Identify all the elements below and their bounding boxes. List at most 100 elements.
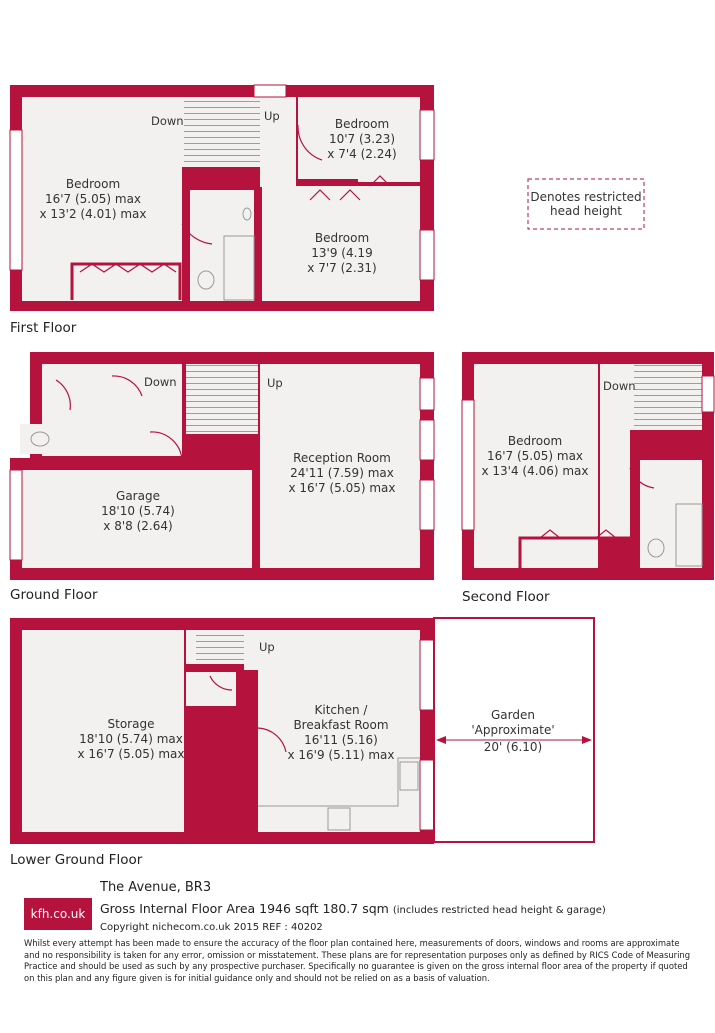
door-swing bbox=[629, 467, 655, 489]
label-garden-name: Garden bbox=[491, 708, 535, 722]
second-floor-label: Second Floor bbox=[462, 589, 550, 605]
label-garage-name: Garage bbox=[116, 489, 160, 503]
toilet-icon bbox=[30, 431, 50, 447]
sink-icon bbox=[242, 207, 252, 221]
door-swing bbox=[181, 223, 213, 245]
label-bedroom-2-dim2: x 7'4 (2.24) bbox=[327, 147, 396, 161]
label-garden-dim: 20' (6.10) bbox=[484, 740, 542, 754]
label-kitchen-dim2: x 16'9 (5.11) max bbox=[288, 748, 395, 762]
room-garage bbox=[22, 470, 252, 568]
first-floor-label: First Floor bbox=[10, 320, 77, 336]
room-storage bbox=[22, 630, 184, 832]
first-hall bbox=[260, 97, 296, 187]
second-stairs-down: Down bbox=[603, 379, 636, 393]
ground-stairs-up: Up bbox=[267, 376, 283, 390]
room-second-bedroom bbox=[474, 364, 598, 568]
label-garage-dim2: x 8'8 (2.64) bbox=[103, 519, 172, 533]
label-bedroom-1-dim2: x 13'2 (4.01) max bbox=[40, 207, 147, 221]
ground-wc bbox=[20, 424, 56, 454]
label-garden-note: 'Approximate' bbox=[471, 723, 554, 737]
bath-icon bbox=[675, 503, 703, 567]
label-bedroom-2-name: Bedroom bbox=[335, 117, 389, 131]
room-bedroom-1 bbox=[22, 97, 144, 301]
toilet-icon bbox=[197, 270, 215, 290]
label-garage-dim1: 18'10 (5.74) bbox=[101, 504, 175, 518]
window bbox=[9, 469, 23, 561]
kfh-logo[interactable]: kfh.co.uk bbox=[24, 898, 92, 930]
property-address: The Avenue, BR3 bbox=[100, 880, 212, 895]
label-reception-name: Reception Room bbox=[293, 451, 391, 465]
lower-stairs-up: Up bbox=[259, 640, 275, 654]
second-floor-plan: Down Bedroom 16'7 (5.05) max x 13'4 (4.0… bbox=[461, 352, 715, 605]
label-bedroom-1-name: Bedroom bbox=[66, 177, 120, 191]
label-second-bedroom-dim2: x 13'4 (4.06) max bbox=[482, 464, 589, 478]
door-swing bbox=[55, 379, 71, 411]
window bbox=[419, 229, 435, 281]
window bbox=[419, 377, 435, 411]
garden-area bbox=[433, 617, 595, 843]
door-swing bbox=[297, 124, 323, 161]
window bbox=[419, 639, 435, 711]
wardrobe-doors bbox=[79, 263, 177, 273]
restricted-head-height-legend: Denotes restricted head height bbox=[527, 178, 645, 230]
label-bedroom-2-dim1: 10'7 (3.23) bbox=[329, 132, 395, 146]
floor-area-note: (includes restricted head height & garag… bbox=[392, 905, 606, 916]
label-reception-dim1: 24'11 (7.59) max bbox=[290, 466, 394, 480]
first-stairs bbox=[184, 97, 260, 167]
window bbox=[701, 375, 715, 413]
ground-floor-label: Ground Floor bbox=[10, 587, 98, 603]
first-floor-plan: Down Up Bedroom 16'7 (5.05) max x 13'2 (… bbox=[9, 84, 435, 336]
label-reception-dim2: x 16'7 (5.05) max bbox=[289, 481, 396, 495]
lower-ground-floor-plan: Up Storage 18'10 (5.74) max x 16'7 (5.05… bbox=[10, 617, 595, 868]
first-stairs-up: Up bbox=[264, 109, 280, 123]
first-stairs-down: Down bbox=[151, 114, 184, 128]
label-second-bedroom-dim1: 16'7 (5.05) max bbox=[487, 449, 583, 463]
second-stairs bbox=[634, 364, 702, 430]
label-storage-name: Storage bbox=[108, 717, 155, 731]
label-bedroom-3-name: Bedroom bbox=[315, 231, 369, 245]
door-swing bbox=[111, 375, 143, 397]
window bbox=[419, 479, 435, 531]
bath-icon bbox=[223, 235, 255, 301]
sink-icon bbox=[399, 761, 419, 791]
legend-line-1: Denotes restricted bbox=[530, 190, 641, 204]
window bbox=[461, 399, 475, 531]
second-bathroom bbox=[640, 460, 702, 568]
first-bathroom bbox=[190, 190, 254, 301]
door-swing bbox=[209, 675, 233, 691]
label-kitchen-dim1: 16'11 (5.16) bbox=[304, 733, 378, 747]
wardrobe-doors bbox=[539, 529, 561, 539]
window bbox=[419, 419, 435, 461]
label-kitchen-name: Kitchen / bbox=[315, 703, 369, 717]
window bbox=[9, 129, 23, 271]
door-swing bbox=[257, 727, 287, 753]
room-reception bbox=[260, 364, 420, 568]
window bbox=[419, 759, 435, 831]
window bbox=[419, 109, 435, 161]
label-bedroom-3-dim1: 13'9 (4.19 bbox=[311, 246, 372, 260]
label-kitchen-name2: Breakfast Room bbox=[293, 718, 388, 732]
ground-floor-plan: Down Up Garage 18'10 (5.74) x 8'8 (2.64)… bbox=[9, 352, 435, 603]
window bbox=[253, 84, 287, 98]
hob-icon bbox=[327, 807, 351, 831]
legend-line-2: head height bbox=[550, 204, 622, 218]
label-bedroom-1-dim1: 16'7 (5.05) max bbox=[45, 192, 141, 206]
floor-plan: Down Up Bedroom 16'7 (5.05) max x 13'2 (… bbox=[9, 84, 715, 868]
door-swing bbox=[149, 431, 183, 463]
copyright: Copyright nichecom.co.uk 2015 REF : 4020… bbox=[100, 922, 323, 933]
toilet-icon bbox=[647, 538, 665, 558]
label-second-bedroom-name: Bedroom bbox=[508, 434, 562, 448]
kitchen-worktop bbox=[258, 757, 420, 807]
label-storage-dim2: x 16'7 (5.05) max bbox=[78, 747, 185, 761]
floor-area-value: Gross Internal Floor Area 1946 sqft 180.… bbox=[100, 901, 389, 916]
ground-hall bbox=[42, 364, 182, 456]
label-bedroom-3-dim2: x 7'7 (2.31) bbox=[307, 261, 376, 275]
disclaimer: Whilst every attempt has been made to en… bbox=[24, 938, 691, 983]
lower-ground-floor-label: Lower Ground Floor bbox=[10, 852, 143, 868]
room-bedroom-3 bbox=[262, 186, 420, 301]
ground-stairs bbox=[186, 364, 258, 434]
floor-area: Gross Internal Floor Area 1946 sqft 180.… bbox=[100, 901, 606, 916]
ground-stairs-down: Down bbox=[144, 375, 177, 389]
label-storage-dim1: 18'10 (5.74) max bbox=[79, 732, 183, 746]
first-landing-lower bbox=[144, 167, 182, 301]
